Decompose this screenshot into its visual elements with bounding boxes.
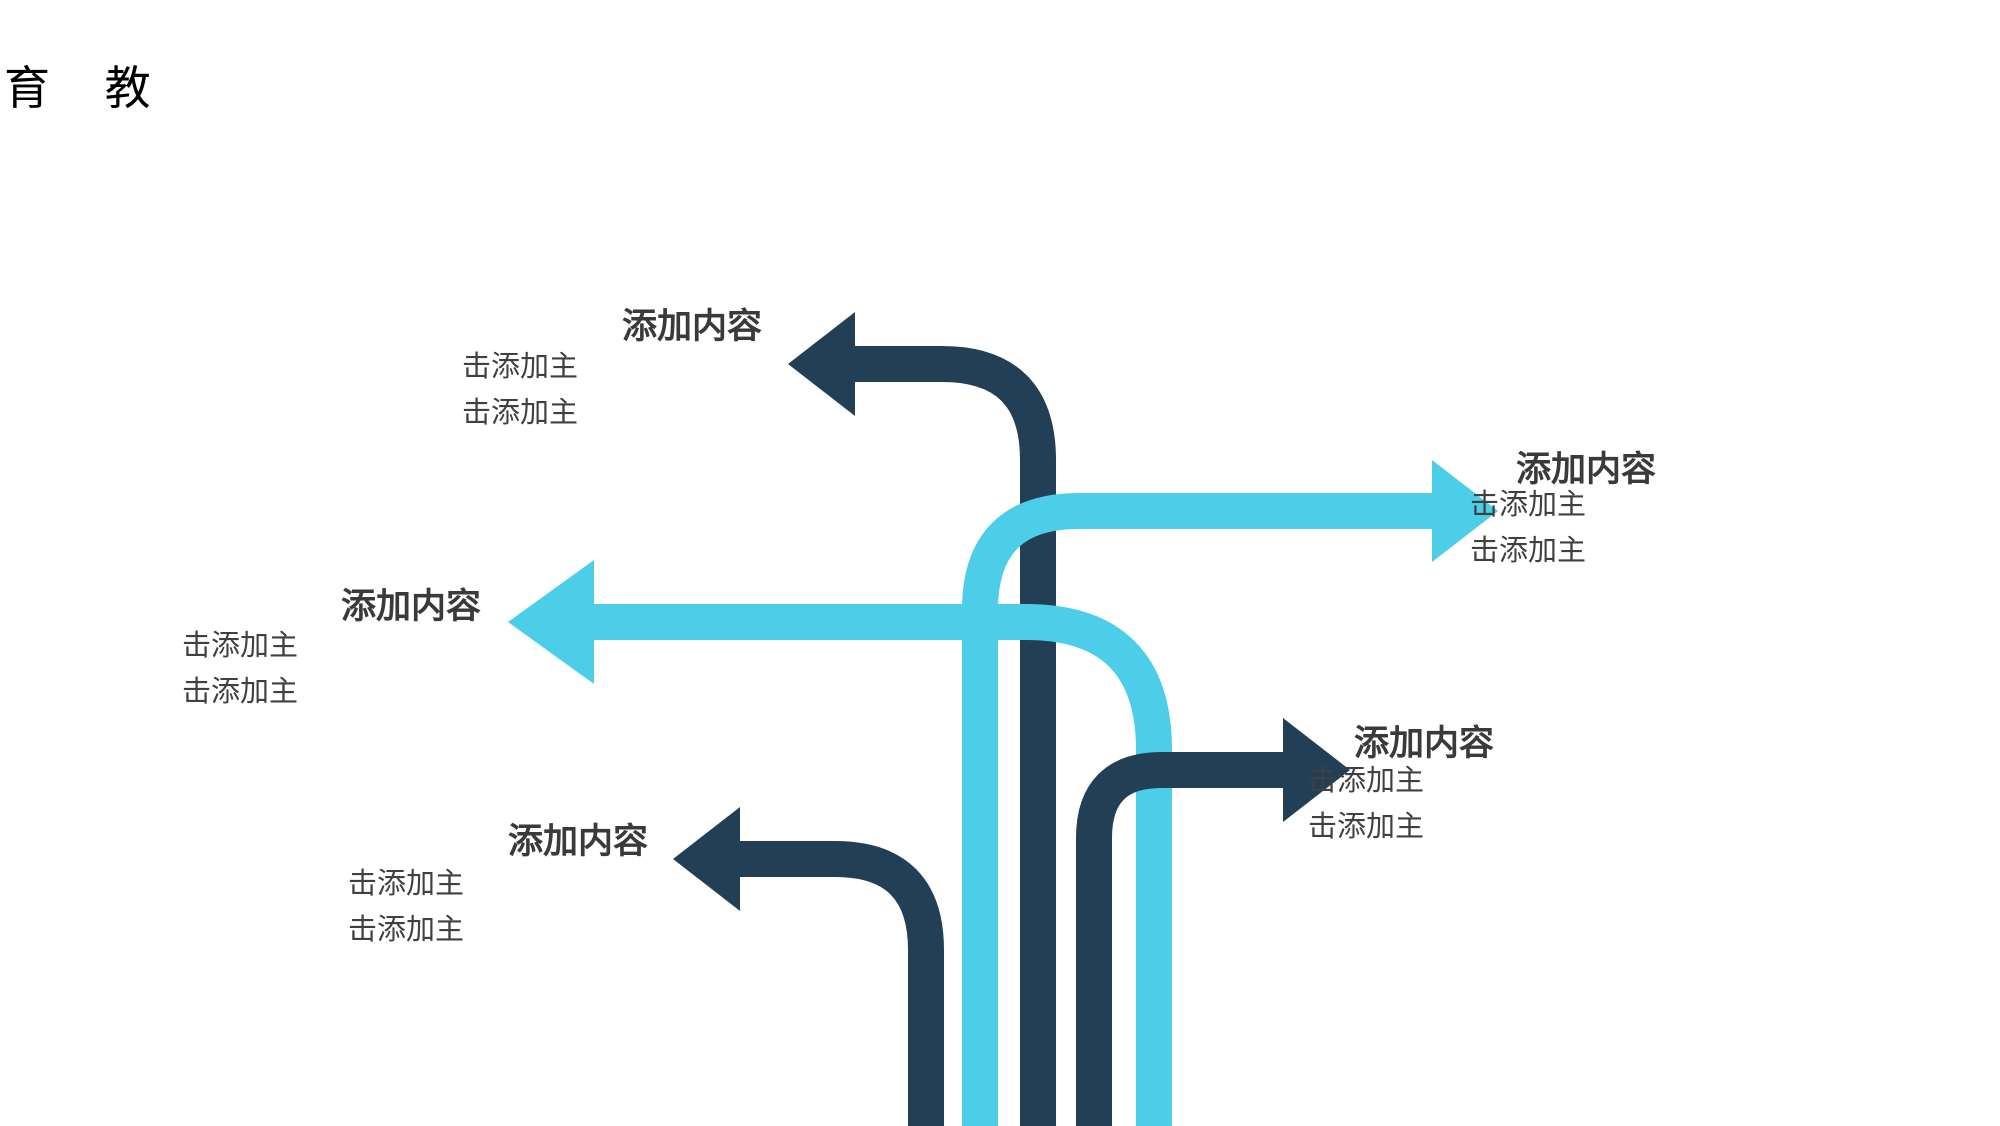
branch-heading-middle-left: 添加内容 <box>341 587 482 627</box>
branch-text-lower-right-1: 击添加主 <box>1308 763 1425 797</box>
branch-text-lower-right-2: 击添加主 <box>1308 809 1425 843</box>
branch-arrow-middle-left <box>508 560 1172 1126</box>
branch-text-lower-left-1: 击添加主 <box>348 866 465 900</box>
branch-text-middle-left-1: 击添加主 <box>182 628 299 662</box>
branch-text-upper-left-1: 击添加主 <box>462 349 579 383</box>
branch-text-upper-right-1: 击添加主 <box>1470 487 1587 521</box>
branch-text-upper-right-2: 击添加主 <box>1470 533 1587 567</box>
branch-heading-lower-left: 添加内容 <box>508 822 649 862</box>
branch-arrow-lower-left <box>673 807 944 1126</box>
branch-arrow-lower-right <box>1076 718 1350 1126</box>
branch-arrow-upper-right <box>962 460 1498 1126</box>
branch-text-lower-left-2: 击添加主 <box>348 912 465 946</box>
page-title: 育 教 <box>4 61 171 115</box>
branch-arrow-upper-left <box>788 312 1056 1126</box>
branch-text-upper-left-2: 击添加主 <box>462 395 579 429</box>
branch-heading-upper-left: 添加内容 <box>622 307 763 347</box>
branch-text-middle-left-2: 击添加主 <box>182 674 299 708</box>
branch-heading-upper-right: 添加内容 <box>1516 450 1657 490</box>
branch-heading-lower-right: 添加内容 <box>1354 724 1495 764</box>
